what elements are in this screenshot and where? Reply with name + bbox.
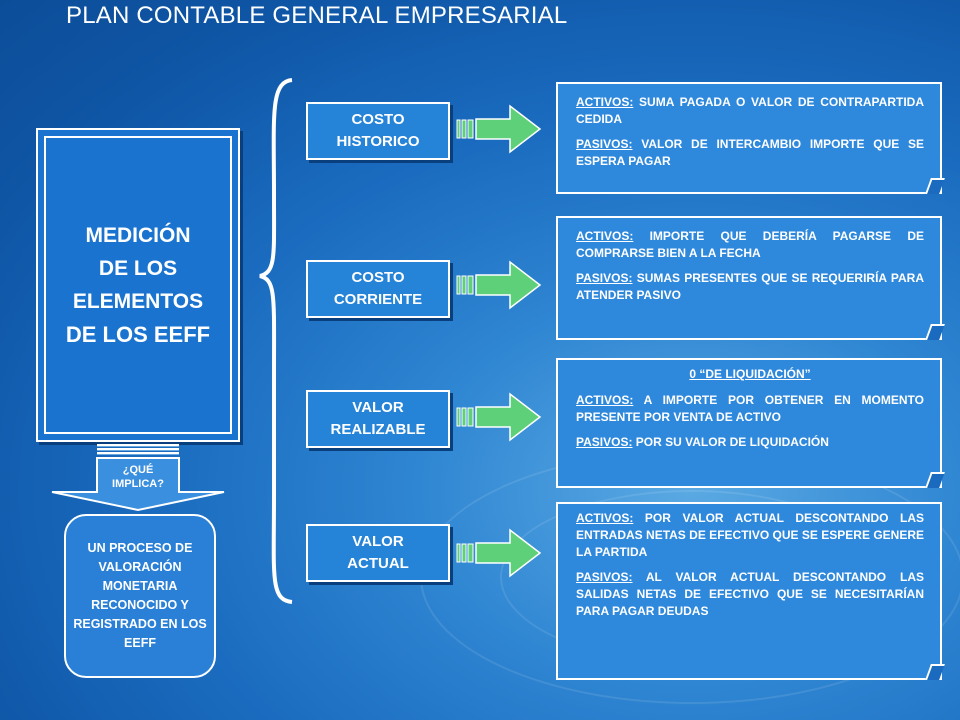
implica-label: ¿QUÉ IMPLICA? [98,463,178,491]
pasivos-text: AL VALOR ACTUAL DESCONTANDO LAS SALIDAS … [576,570,924,618]
connector-plate [97,448,179,450]
activos-paragraph: ACTIVOS: POR VALOR ACTUAL DESCONTANDO LA… [576,510,924,561]
pasivos-label: PASIVOS: [576,570,633,584]
connector-plate [97,452,179,454]
pasivos-label: PASIVOS: [576,137,633,151]
method-box-costo-corriente: COSTO CORRIENTE [306,260,450,318]
description-card-costo-historico: ACTIVOS: SUMA PAGADA O VALOR DE CONTRAPA… [556,82,942,194]
curly-brace-icon [259,78,293,604]
pasivos-text: VALOR DE INTERCAMBIO IMPORTE QUE SE ESPE… [576,137,924,168]
method-box-valor-realizable: VALOR REALIZABLE [306,390,450,448]
method-label: VALOR ACTUAL [347,533,409,572]
activos-paragraph: ACTIVOS: SUMA PAGADA O VALOR DE CONTRAPA… [576,94,924,128]
activos-text: POR VALOR ACTUAL DESCONTANDO LAS ENTRADA… [576,511,924,559]
method-label: COSTO CORRIENTE [333,269,423,308]
method-box-valor-actual: VALOR ACTUAL [306,524,450,582]
method-label: COSTO HISTORICO [336,111,420,150]
right-arrow-icon [456,104,542,154]
activos-text: SUMA PAGADA O VALOR DE CONTRAPARTIDA CED… [576,95,924,126]
main-concept-text: MEDICIÓN DE LOS ELEMENTOS DE LOS EEFF [66,219,210,351]
activos-text: A IMPORTE POR OBTENER EN MOMENTO PRESENT… [576,393,924,424]
main-concept-box: MEDICIÓN DE LOS ELEMENTOS DE LOS EEFF [36,128,240,442]
method-label: VALOR REALIZABLE [330,399,426,438]
activos-paragraph: ACTIVOS: IMPORTE QUE DEBERÍA PAGARSE DE … [576,228,924,262]
pasivos-label: PASIVOS: [576,435,633,449]
implica-line-2: IMPLICA? [112,478,164,490]
description-card-valor-realizable: 0 “DE LIQUIDACIÓN” ACTIVOS: A IMPORTE PO… [556,358,942,488]
pasivos-paragraph: PASIVOS: AL VALOR ACTUAL DESCONTANDO LAS… [576,569,924,620]
pasivos-paragraph: PASIVOS: POR SU VALOR DE LIQUIDACIÓN [576,434,924,451]
pasivos-paragraph: PASIVOS: VALOR DE INTERCAMBIO IMPORTE QU… [576,136,924,170]
connector-plate [97,444,179,446]
page-title: PLAN CONTABLE GENERAL EMPRESARIAL [66,2,568,29]
activos-label: ACTIVOS: [576,95,634,109]
pasivos-paragraph: PASIVOS: SUMAS PRESENTES QUE SE REQUERIR… [576,270,924,304]
implica-line-1: ¿QUÉ [122,464,154,476]
pasivos-text: SUMAS PRESENTES QUE SE REQUERIRÍA PARA A… [576,271,924,302]
main-line-1: MEDICIÓN [85,224,191,247]
liquidacion-header: 0 “DE LIQUIDACIÓN” [689,367,811,381]
activos-paragraph: ACTIVOS: A IMPORTE POR OBTENER EN MOMENT… [576,392,924,426]
main-line-3: ELEMENTOS [72,290,204,313]
main-line-2: DE LOS [98,257,178,280]
activos-label: ACTIVOS: [576,511,634,525]
description-card-costo-corriente: ACTIVOS: IMPORTE QUE DEBERÍA PAGARSE DE … [556,216,942,340]
main-line-4: DE LOS EEFF [65,322,211,347]
activos-text: IMPORTE QUE DEBERÍA PAGARSE DE COMPRARSE… [576,229,924,260]
right-arrow-icon [456,528,542,578]
process-description-text: UN PROCESO DE VALORACIÓN MONETARIA RECON… [73,541,207,650]
process-description-box: UN PROCESO DE VALORACIÓN MONETARIA RECON… [64,514,216,678]
activos-label: ACTIVOS: [576,393,634,407]
right-arrow-icon [456,392,542,442]
activos-label: ACTIVOS: [576,229,634,243]
down-arrow-icon [51,457,225,512]
pasivos-label: PASIVOS: [576,271,633,285]
description-card-valor-actual: ACTIVOS: POR VALOR ACTUAL DESCONTANDO LA… [556,502,942,680]
pasivos-text: POR SU VALOR DE LIQUIDACIÓN [632,435,829,449]
method-box-costo-historico: COSTO HISTORICO [306,102,450,160]
main-concept-inner-frame: MEDICIÓN DE LOS ELEMENTOS DE LOS EEFF [44,136,232,434]
right-arrow-icon [456,260,542,310]
